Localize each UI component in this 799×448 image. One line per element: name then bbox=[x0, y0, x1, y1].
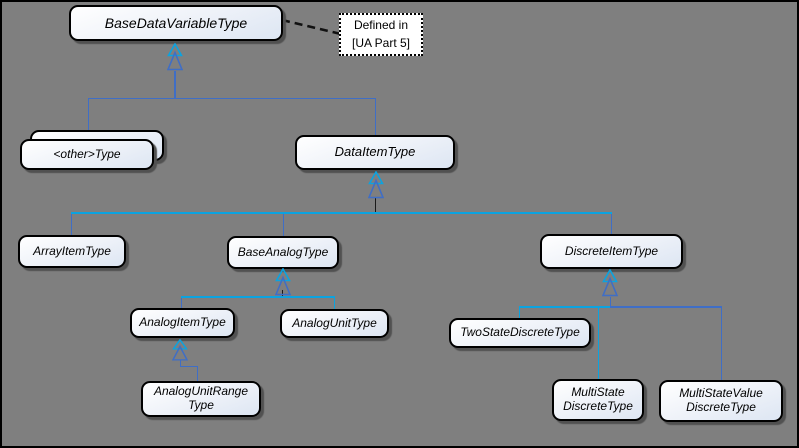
edge-drop-analogunitrangetype bbox=[197, 366, 198, 381]
node-label: AnalogUnitRange Type bbox=[153, 384, 249, 412]
edge-drop-othertype bbox=[88, 99, 89, 131]
node-discrete-item-type: DiscreteItemType bbox=[540, 234, 683, 269]
edge-drop-multistatevaluediscretetype bbox=[721, 308, 722, 380]
edge-drop-analogitemtype bbox=[181, 298, 182, 308]
edge-trunk-analogitemtype bbox=[180, 360, 181, 367]
node-label: BaseAnalogType bbox=[237, 244, 329, 259]
edge-branch-level2 bbox=[71, 212, 612, 214]
edge-drop-multistatediscretetype bbox=[598, 308, 599, 379]
node-label: MultiState DiscreteType bbox=[563, 385, 633, 413]
edge-branch-discrete-right bbox=[610, 306, 722, 308]
note-link-dashed-line bbox=[281, 18, 342, 36]
edge-branch-level1 bbox=[88, 98, 376, 99]
node-analog-unit-range-type: AnalogUnitRange Type bbox=[141, 381, 261, 417]
node-two-state-discrete-type: TwoStateDiscreteType bbox=[449, 318, 591, 348]
generalization-arrow-icon bbox=[275, 268, 291, 296]
node-base-analog-type: BaseAnalogType bbox=[227, 236, 339, 269]
note-text: Defined in [UA Part 5] bbox=[351, 18, 411, 50]
node-label: DataItemType bbox=[334, 144, 416, 160]
node-label: <other>Type bbox=[53, 146, 121, 161]
node-analog-unit-type: AnalogUnitType bbox=[280, 309, 389, 338]
edge-branch-baseanalog bbox=[181, 296, 335, 298]
node-data-item-type: DataItemType bbox=[295, 135, 455, 170]
edge-drop-twostatediscretetype bbox=[519, 308, 520, 318]
node-label: AnalogUnitType bbox=[292, 315, 377, 330]
edge-trunk-basedatavariabletype bbox=[174, 71, 176, 98]
edge-trunk-discreteitemtype bbox=[610, 297, 611, 306]
node-base-data-variable-type: BaseDataVariableType bbox=[69, 5, 283, 41]
edge-drop-arrayitemtype bbox=[71, 214, 72, 235]
node-analog-item-type: AnalogItemType bbox=[130, 308, 235, 338]
node-label: AnalogItemType bbox=[139, 315, 226, 330]
generalization-arrow-icon bbox=[172, 339, 188, 361]
node-multi-state-value-discrete-type: MultiStateValue DiscreteType bbox=[659, 380, 783, 422]
node-label: ArrayItemType bbox=[33, 243, 111, 258]
edge-drop-analogunittype bbox=[334, 298, 335, 309]
edge-trunk-baseanalogtype bbox=[282, 290, 283, 296]
node-multi-state-discrete-type: MultiState DiscreteType bbox=[552, 379, 644, 421]
node-label: MultiStateValue DiscreteType bbox=[679, 386, 763, 414]
generalization-arrow-icon bbox=[167, 43, 183, 71]
node-other-type: <other>Type bbox=[20, 139, 154, 170]
edge-drop-discreteitemtype bbox=[611, 214, 612, 234]
edge-drop-dataitemtype bbox=[375, 99, 376, 135]
generalization-arrow-icon bbox=[602, 269, 618, 297]
edge-trunk-dataitemtype bbox=[375, 198, 376, 212]
note-defined-in: Defined in [UA Part 5] bbox=[339, 13, 423, 56]
edge-drop-baseanalogtype bbox=[283, 214, 284, 236]
node-array-item-type: ArrayItemType bbox=[18, 235, 126, 268]
node-label: TwoStateDiscreteType bbox=[460, 325, 580, 340]
edge-elbow-analogunitrange bbox=[180, 366, 198, 367]
node-label: BaseDataVariableType bbox=[104, 14, 248, 31]
node-label: DiscreteItemType bbox=[564, 243, 659, 258]
generalization-arrow-icon bbox=[368, 171, 384, 199]
edge-branch-discrete-left bbox=[519, 306, 610, 308]
